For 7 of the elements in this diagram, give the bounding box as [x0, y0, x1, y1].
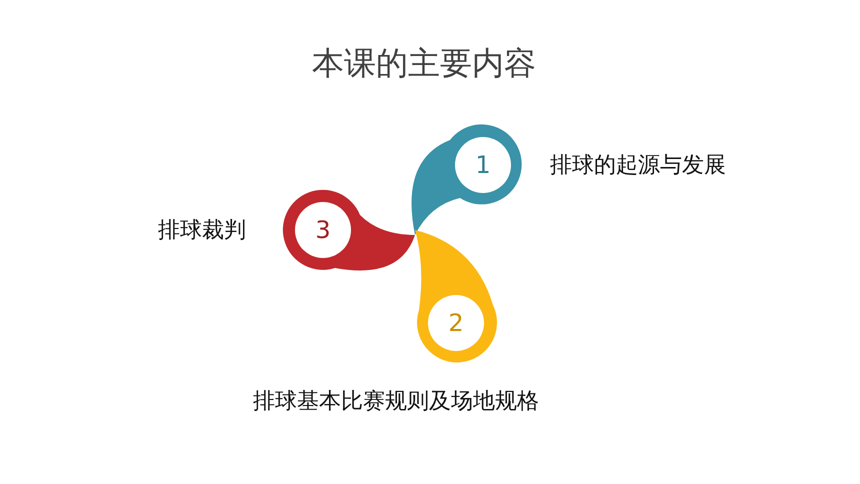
- topic-label: 排球裁判: [158, 217, 246, 245]
- slide-title: 本课的主要内容: [312, 43, 536, 84]
- topic-label: 排球的起源与发展: [550, 152, 726, 180]
- step-number: 2: [447, 308, 465, 338]
- step-number: 3: [314, 215, 332, 245]
- step-number: 1: [474, 150, 492, 180]
- topic-label: 排球基本比赛规则及场地规格: [253, 388, 539, 416]
